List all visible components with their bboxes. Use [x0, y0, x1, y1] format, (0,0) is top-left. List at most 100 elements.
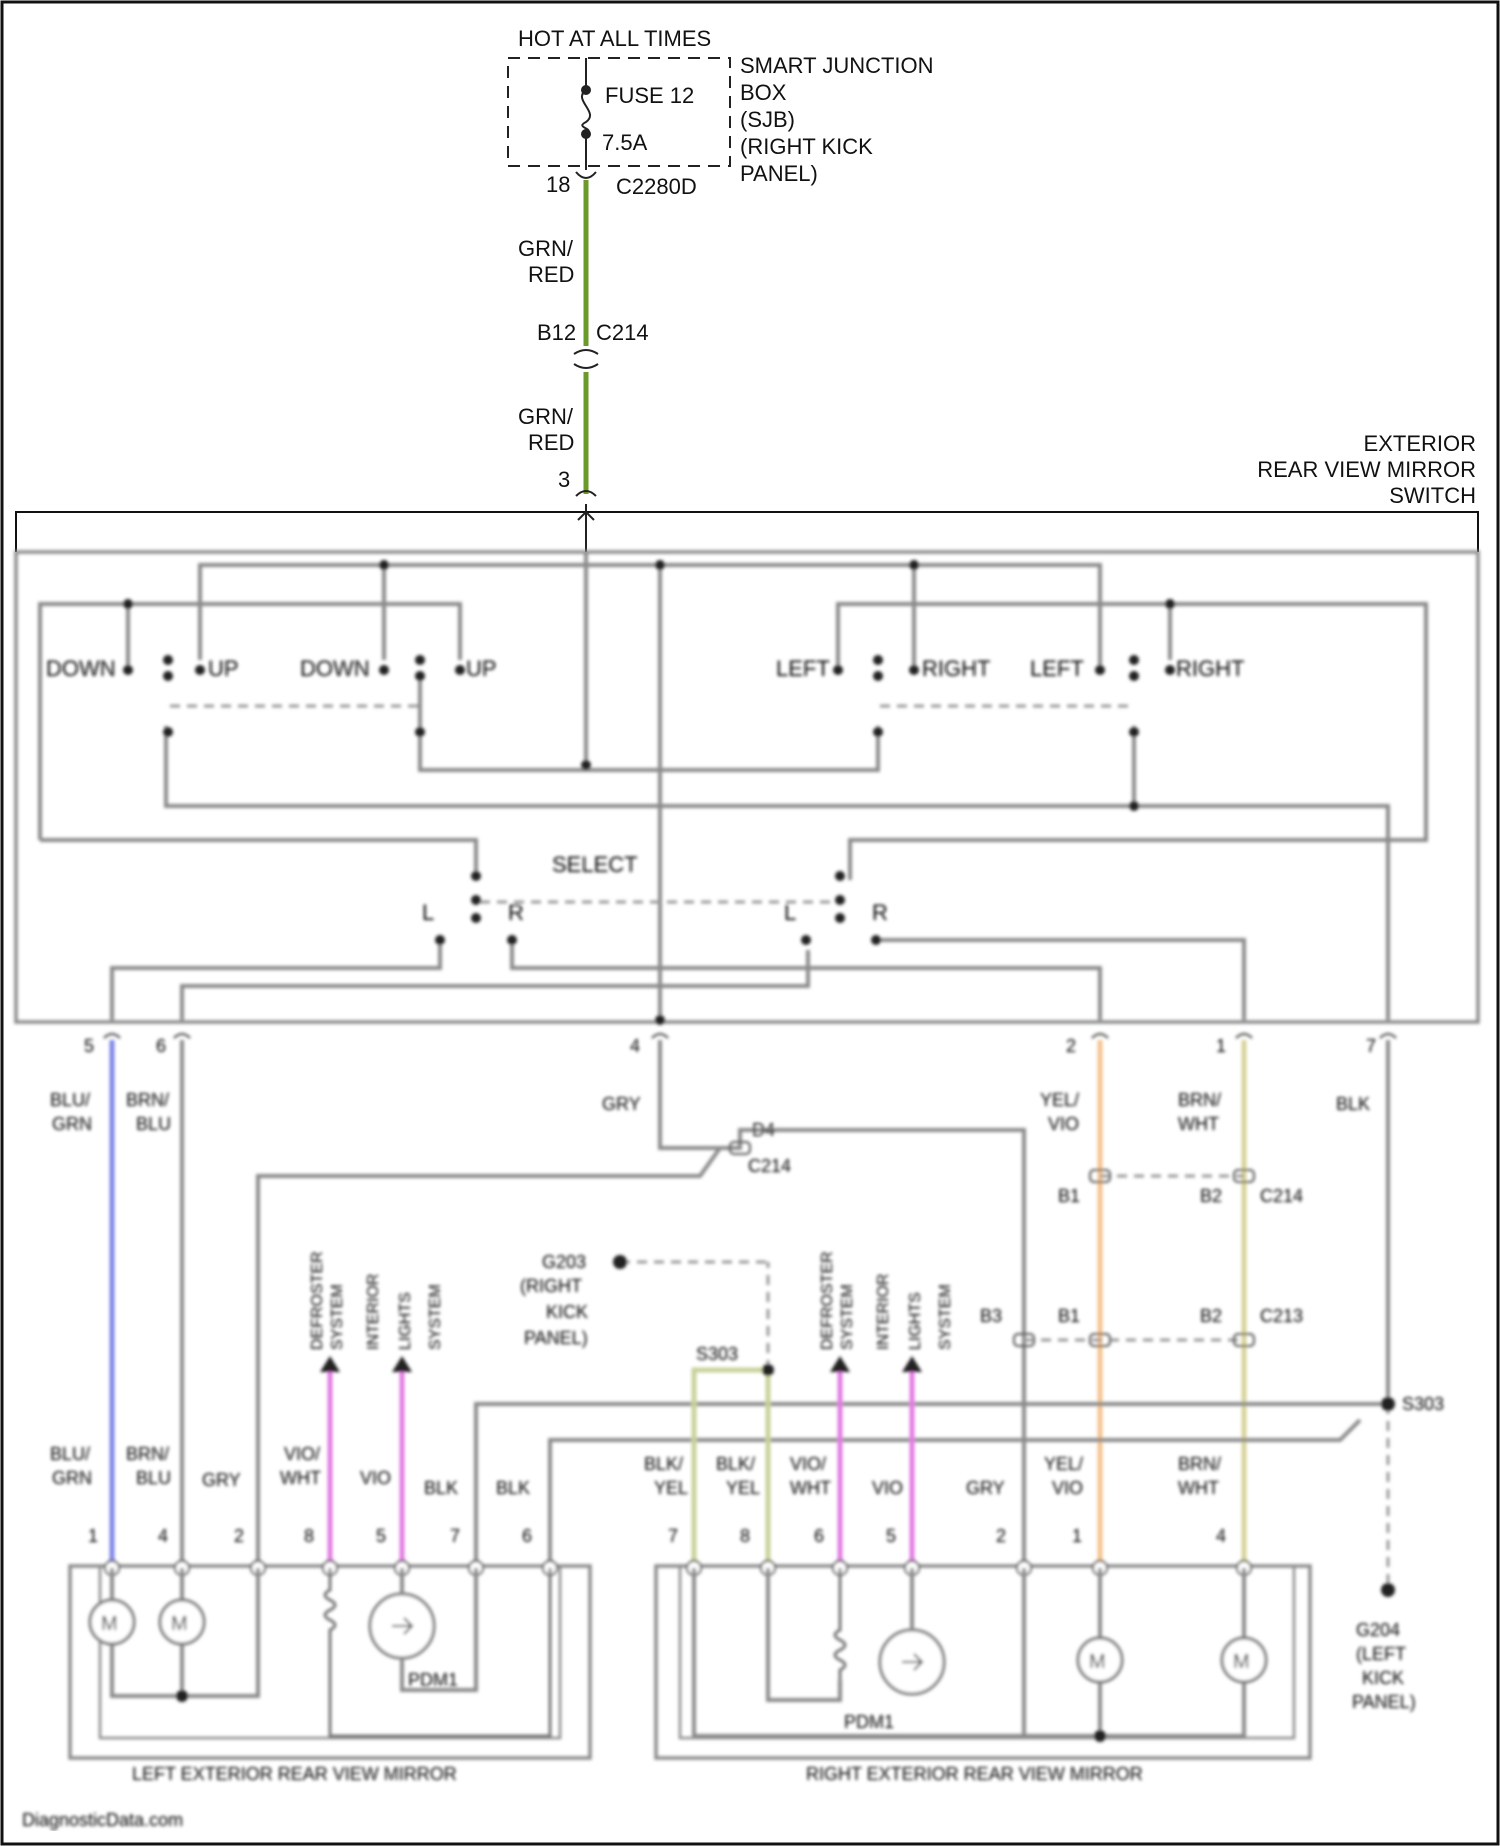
grn-red-feed: GRN/ RED B12 C214 GRN/ RED 3 [518, 180, 649, 496]
right-wire-label-3: BLK/ [716, 1454, 755, 1474]
switch-label-up-1: UP [208, 656, 239, 681]
fuse-name: FUSE 12 [605, 83, 694, 108]
switch-label-up-2: UP [466, 656, 497, 681]
right-wire-label-2: YEL [654, 1478, 688, 1498]
left-wire-label-3: BRN/ [126, 1444, 169, 1464]
ground-g204-line2: (LEFT [1356, 1644, 1406, 1664]
right-puddle-label: PDM1 [844, 1712, 894, 1732]
left-puddle-label: PDM1 [408, 1670, 458, 1690]
left-wire-label-10: BLK [496, 1478, 530, 1498]
switch-label-right-1: RIGHT [922, 656, 990, 681]
left-pin-2: 2 [234, 1526, 244, 1546]
switch-label-r-1: R [508, 900, 524, 925]
connector-b2-c214: B2 [1200, 1186, 1222, 1206]
left-pin-4: 4 [158, 1526, 168, 1546]
defroster-arrow-right-icon [830, 1356, 850, 1372]
feed-label-system-right: SYSTEM [839, 1284, 856, 1350]
left-wire-label-6: VIO/ [284, 1444, 320, 1464]
right-wire-label-6: WHT [790, 1478, 831, 1498]
harness-label-blu-grn-1: BLU/ [50, 1090, 90, 1110]
left-mirror: BLU/ GRN BRN/ BLU GRY VIO/ WHT VIO BLK B… [50, 1444, 590, 1784]
footer-watermark: DiagnosticData.com [22, 1810, 183, 1830]
wire-color-2b: RED [528, 430, 574, 455]
switch-pin-2: 2 [1066, 1036, 1076, 1056]
feed-label-interior-right: INTERIOR [875, 1274, 892, 1350]
feed-label-lights-right: LIGHTS [907, 1292, 924, 1350]
right-mirror-title: RIGHT EXTERIOR REAR VIEW MIRROR [806, 1764, 1143, 1784]
wire-color-1a: GRN/ [518, 236, 574, 261]
connector-d4: D4 [752, 1120, 775, 1140]
right-wire-label-11: BRN/ [1178, 1454, 1221, 1474]
right-pin-7: 7 [668, 1526, 678, 1546]
sjb-line-2: BOX [740, 80, 787, 105]
left-wire-label-8: VIO [360, 1468, 391, 1488]
left-pin-7: 7 [450, 1526, 460, 1546]
splice-s303-left: S303 [696, 1344, 738, 1364]
switch-body-frame [16, 552, 1478, 1022]
feed-label-system-left: SYSTEM [329, 1284, 346, 1350]
svg-text:M: M [1089, 1651, 1106, 1673]
fuse-12-symbol [582, 90, 590, 134]
c2280d-connector-icon [576, 172, 596, 178]
switch-label-down-1: DOWN [46, 656, 116, 681]
switch-label-down-2: DOWN [300, 656, 370, 681]
switch-pin-7: 7 [1366, 1036, 1376, 1056]
harness-label-brn-wht-2: WHT [1178, 1114, 1219, 1134]
left-heater-icon [325, 1568, 550, 1736]
sjb-pin: 18 [546, 172, 570, 197]
defroster-arrow-left-icon [320, 1356, 340, 1372]
feed-label-defroster-right: DEFROSTER [819, 1251, 836, 1350]
ground-g203: G203 [542, 1252, 586, 1272]
switch-title-3: SWITCH [1389, 483, 1476, 508]
ground-g203-line4: PANEL) [524, 1328, 588, 1348]
harness-label-gry: GRY [602, 1094, 641, 1114]
left-wire-label-1: BLU/ [50, 1444, 90, 1464]
switch-pin-6: 6 [156, 1036, 166, 1056]
left-mirror-wire-labels: BLU/ GRN BRN/ BLU GRY VIO/ WHT VIO BLK B… [50, 1444, 530, 1498]
harness-label-blk: BLK [1336, 1094, 1370, 1114]
c214-connector-icon [574, 350, 598, 368]
c214-connector: C214 [596, 320, 649, 345]
right-wire-label-5: VIO/ [790, 1454, 826, 1474]
switch-label-l-1: L [422, 900, 434, 925]
left-pin-5: 5 [376, 1526, 386, 1546]
switch-pin-1: 1 [1216, 1036, 1226, 1056]
sjb-line-4: (RIGHT KICK [740, 134, 873, 159]
right-wire-label-4: YEL [726, 1478, 760, 1498]
sjb-section: HOT AT ALL TIMES SMART JUNCTION BOX (SJB… [508, 26, 934, 199]
left-wire-label-2: GRN [52, 1468, 92, 1488]
switch-pin-4: 4 [630, 1036, 640, 1056]
feed-label-lights-left: LIGHTS [397, 1292, 414, 1350]
ground-g203-line2: (RIGHT [520, 1276, 582, 1296]
right-wire-label-1: BLK/ [644, 1454, 683, 1474]
lights-arrow-right-icon [902, 1356, 922, 1372]
right-pin-8: 8 [740, 1526, 750, 1546]
switch-pin-5: 5 [84, 1036, 94, 1056]
sjb-connector: C2280D [616, 174, 697, 199]
left-wire-label-7: WHT [280, 1468, 321, 1488]
svg-text:M: M [1233, 1651, 1250, 1673]
switch-label-left-2: LEFT [1030, 656, 1084, 681]
left-wire-label-5: GRY [202, 1470, 241, 1490]
splice-s303-right: S303 [1402, 1394, 1444, 1414]
connector-b1-c214: B1 [1058, 1186, 1080, 1206]
left-mirror-title: LEFT EXTERIOR REAR VIEW MIRROR [132, 1764, 457, 1784]
ground-g203-line3: KICK [546, 1302, 588, 1322]
lights-arrow-left-icon [392, 1356, 412, 1372]
feed-label-interior-left: INTERIOR [365, 1274, 382, 1350]
wire-color-2a: GRN/ [518, 404, 574, 429]
sjb-line-1: SMART JUNCTION [740, 53, 934, 78]
ground-g204-line4: PANEL) [1352, 1692, 1416, 1712]
feed-label-system2-left: SYSTEM [427, 1284, 444, 1350]
switch-title-2: REAR VIEW MIRROR [1257, 457, 1476, 482]
harness-label-yel-vio-2: VIO [1048, 1114, 1079, 1134]
right-wire-label-9: YEL/ [1044, 1454, 1083, 1474]
switch-outline-top [16, 512, 1478, 552]
sjb-line-5: PANEL) [740, 161, 818, 186]
right-mirror: BLK/ YEL BLK/ YEL VIO/ WHT VIO GRY YEL/ … [644, 1454, 1310, 1784]
connector-c213: C213 [1260, 1306, 1303, 1326]
svg-text:M: M [171, 1613, 188, 1635]
wire-color-1b: RED [528, 262, 574, 287]
left-wire-label-4: BLU [136, 1468, 171, 1488]
